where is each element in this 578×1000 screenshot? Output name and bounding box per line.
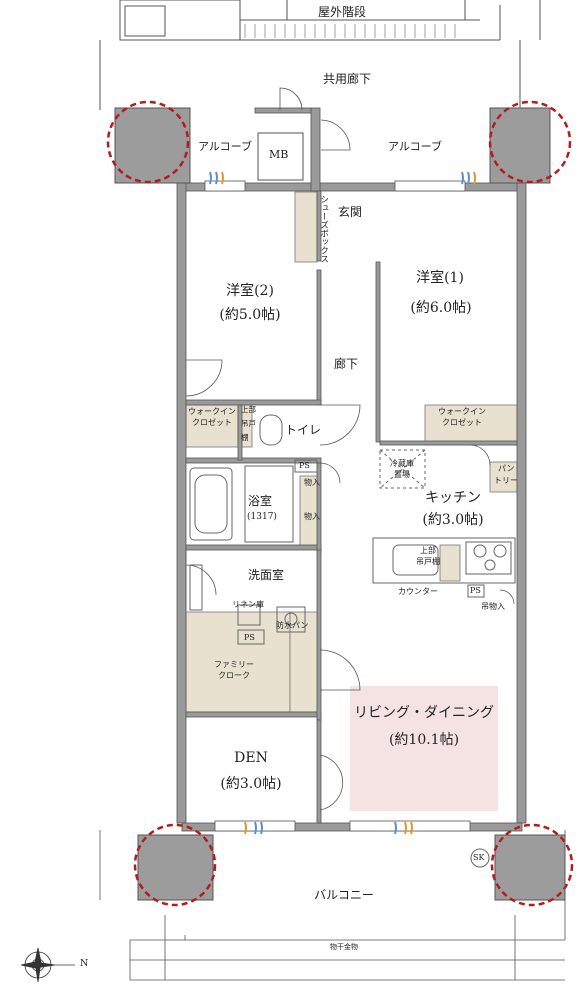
entrance-label: 玄関 <box>338 205 363 219</box>
columns <box>106 100 574 907</box>
kitchen-upper-line2: 吊戸棚 <box>416 557 440 566</box>
fixtures <box>189 414 516 868</box>
pantry-line2: トリー <box>494 476 518 485</box>
upper-cabinet-line1: 上部 <box>241 405 256 414</box>
storage-2-label: 物入 <box>304 512 320 521</box>
upper-cabinet-line2: 吊戸 <box>241 419 256 428</box>
toilet-label: トイレ <box>285 423 322 437</box>
ps-3-label: PS <box>244 633 255 642</box>
north-label: N <box>80 958 89 969</box>
balcony-label: バルコニー <box>314 888 374 902</box>
storage-1-label: 物入 <box>304 478 320 487</box>
stair-hatch <box>244 24 456 38</box>
western-room-2-size: (約5.0帖) <box>219 307 281 323</box>
storage-fills <box>185 191 518 713</box>
kitchen-label: キッチン <box>425 490 481 506</box>
compass-icon <box>20 947 75 983</box>
hallway-label: 廊下 <box>334 357 359 371</box>
family-closet-line2: クローク <box>218 671 250 680</box>
outdoor-stairs-area <box>99 0 541 110</box>
upper-cabinet-line3: 棚 <box>241 433 249 442</box>
mb-label: MB <box>269 148 289 161</box>
walkin-closet-left-line1: ウォークイン <box>188 407 236 416</box>
walkin-closet-right-line1: ウォークイン <box>438 407 486 416</box>
western-room-1-label: 洋室(1) <box>416 270 464 286</box>
kitchen-size: (約3.0帖) <box>422 512 484 528</box>
alcove-left-label: アルコーブ <box>198 140 253 153</box>
walkin-closet-right-line2: クロゼット <box>442 418 482 427</box>
bathroom-label: 浴室 <box>248 494 273 508</box>
shoe-box-label: シューズボックス <box>318 195 329 263</box>
storage-3-label: 吊物入 <box>481 602 505 611</box>
den-size: (約3.0帖) <box>220 776 282 792</box>
kitchen-upper-line1: 上部 <box>420 546 436 555</box>
western-room-2-label: 洋室(2) <box>226 283 274 299</box>
clothes-hanger-label: 物干金物 <box>330 943 358 951</box>
bathroom-size: (1317) <box>247 512 277 522</box>
counter-label: カウンター <box>398 587 438 596</box>
living-highlight <box>350 686 498 811</box>
family-closet-line1: ファミリー <box>214 660 254 669</box>
fridge-line2: 置場 <box>394 470 410 479</box>
fridge-line1: 冷蔵庫 <box>390 459 414 468</box>
walkin-closet-left-line2: クロゼット <box>192 418 232 427</box>
balcony-railing <box>99 830 566 981</box>
shared-corridor-label: 共用廊下 <box>322 72 372 86</box>
linen-label: リネン庫 <box>232 600 264 609</box>
ps-1-label: PS <box>299 461 310 470</box>
western-room-1-size: (約6.0帖) <box>410 300 472 316</box>
ps-2-label: PS <box>470 586 481 595</box>
outdoor-stairs-label: 屋外階段 <box>318 5 367 19</box>
den-label: DEN <box>234 750 268 766</box>
mb-box <box>257 132 304 181</box>
pantry-line1: パン <box>498 464 515 473</box>
sk-label: SK <box>473 853 485 862</box>
living-dining-size: (約10.1帖) <box>388 732 460 748</box>
air-vent-markers <box>209 171 476 835</box>
waterproof-pan-label: 防水パン <box>276 621 309 630</box>
washroom-label: 洗面室 <box>248 568 285 582</box>
alcove-right-label: アルコーブ <box>388 140 443 153</box>
living-dining-label: リビング・ダイニング <box>354 705 494 721</box>
